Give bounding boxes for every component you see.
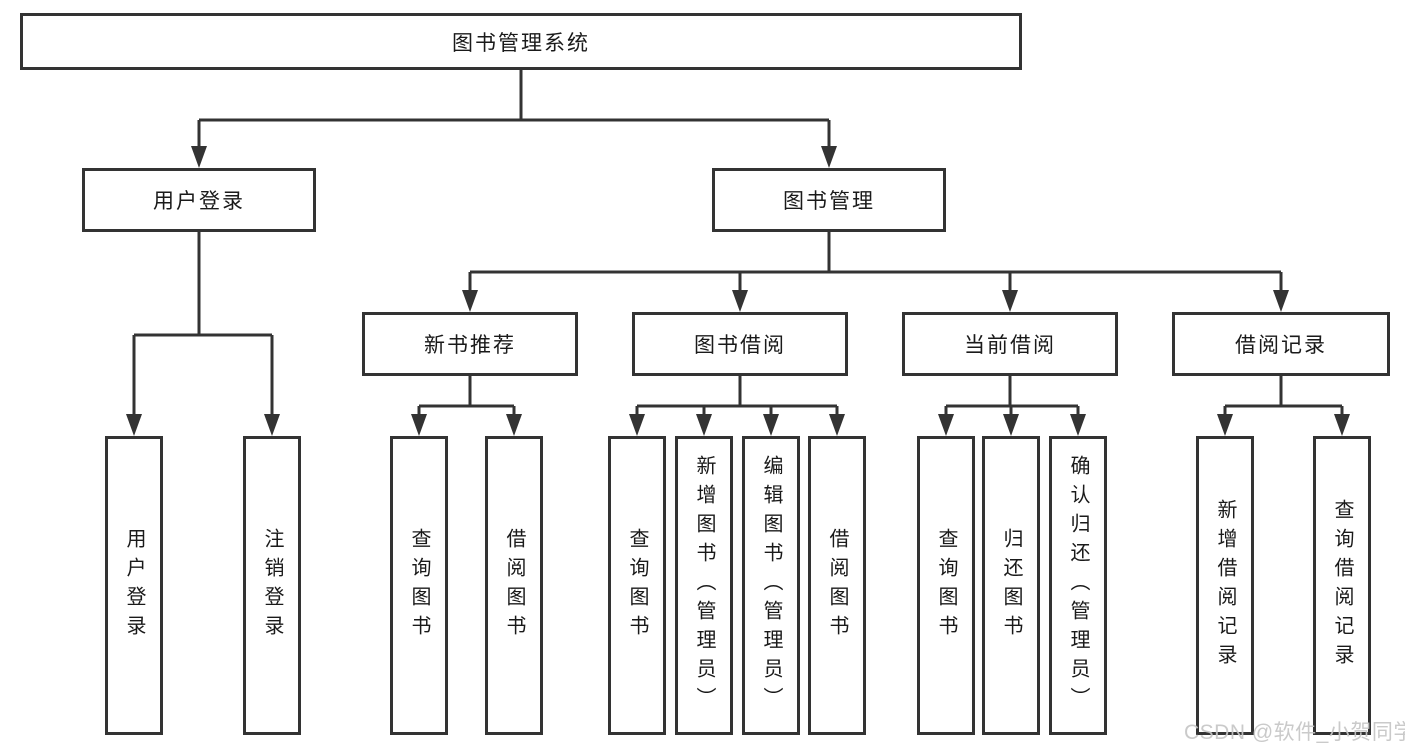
- node-current-borrow: 当前借阅: [902, 312, 1118, 376]
- node-leaf-edit-book-admin-label: 编辑图书（管理员）: [760, 455, 782, 716]
- node-leaf-return-book-label: 归还图书: [1000, 527, 1022, 644]
- node-leaf-add-borrow-record: 新增借阅记录: [1196, 436, 1254, 735]
- node-user-login: 用户登录: [82, 168, 316, 232]
- node-leaf-add-borrow-record-label: 新增借阅记录: [1214, 498, 1236, 673]
- node-system: 图书管理系统: [20, 13, 1022, 70]
- node-leaf-query-books-recommend: 查询图书: [390, 436, 448, 735]
- node-borrow-records: 借阅记录: [1172, 312, 1390, 376]
- node-leaf-confirm-return-admin: 确认归还（管理员）: [1049, 436, 1107, 735]
- node-book-borrow: 图书借阅: [632, 312, 848, 376]
- node-leaf-query-borrow-record: 查询借阅记录: [1313, 436, 1371, 735]
- node-leaf-query-books-current: 查询图书: [917, 436, 975, 735]
- node-leaf-add-book-admin: 新增图书（管理员）: [675, 436, 733, 735]
- node-system-label: 图书管理系统: [452, 31, 590, 55]
- node-leaf-query-books-borrow-label: 查询图书: [626, 527, 648, 644]
- node-current-borrow-label: 当前借阅: [964, 334, 1056, 357]
- node-book-management-label: 图书管理: [783, 190, 875, 213]
- node-leaf-borrow-books: 借阅图书: [808, 436, 866, 735]
- node-leaf-borrow-books-recommend: 借阅图书: [485, 436, 543, 735]
- node-leaf-return-book: 归还图书: [982, 436, 1040, 735]
- node-leaf-user-login-label: 用户登录: [123, 527, 145, 644]
- arrowhead-icon: [126, 146, 1350, 436]
- node-leaf-edit-book-admin: 编辑图书（管理员）: [742, 436, 800, 735]
- node-book-management: 图书管理: [712, 168, 946, 232]
- node-leaf-borrow-books-recommend-label: 借阅图书: [503, 527, 525, 644]
- node-leaf-logout: 注销登录: [243, 436, 301, 735]
- node-leaf-user-login: 用户登录: [105, 436, 163, 735]
- node-leaf-query-borrow-record-label: 查询借阅记录: [1331, 498, 1353, 673]
- node-book-borrow-label: 图书借阅: [694, 334, 786, 357]
- node-leaf-query-books-current-label: 查询图书: [935, 527, 957, 644]
- node-leaf-add-book-admin-label: 新增图书（管理员）: [693, 455, 715, 716]
- node-new-book-recommend: 新书推荐: [362, 312, 578, 376]
- node-leaf-confirm-return-admin-label: 确认归还（管理员）: [1067, 455, 1089, 716]
- node-leaf-query-books-borrow: 查询图书: [608, 436, 666, 735]
- node-leaf-borrow-books-label: 借阅图书: [826, 527, 848, 644]
- node-new-book-recommend-label: 新书推荐: [424, 334, 516, 357]
- node-borrow-records-label: 借阅记录: [1235, 334, 1327, 357]
- watermark: CSDN @软件_小贺同学: [1184, 721, 1405, 744]
- node-user-login-label: 用户登录: [153, 190, 245, 213]
- connector-path: [132, 70, 1344, 416]
- node-leaf-logout-label: 注销登录: [261, 527, 283, 644]
- node-leaf-query-books-recommend-label: 查询图书: [408, 527, 430, 644]
